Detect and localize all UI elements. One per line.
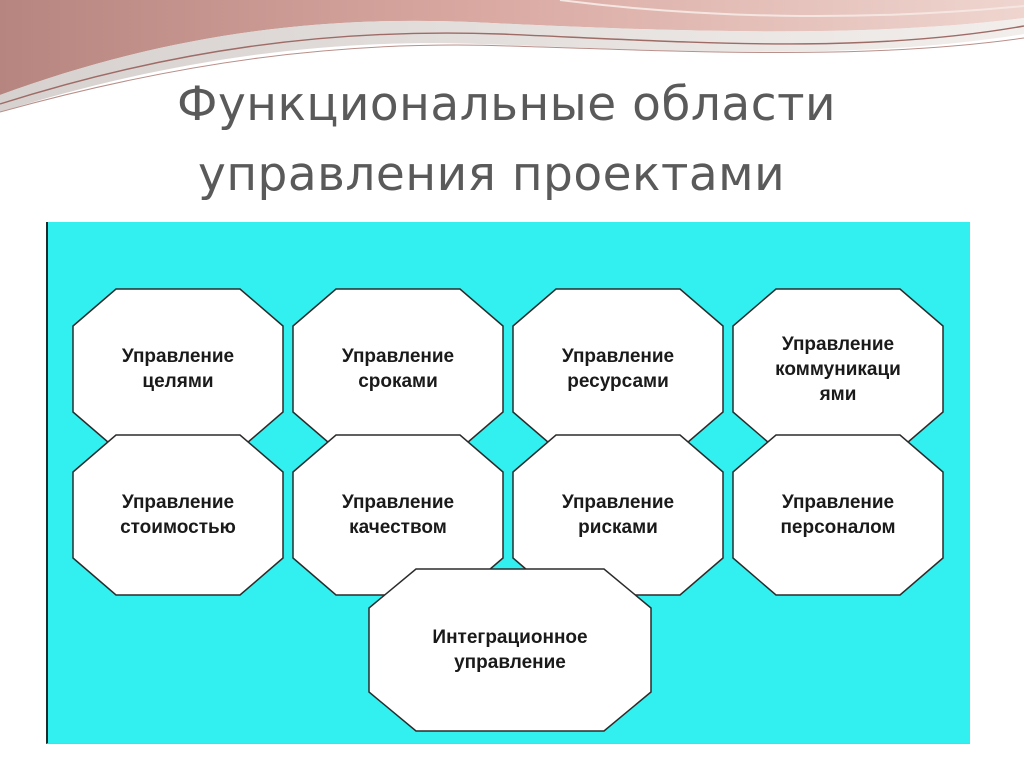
area-label-line-2: управление [454,652,566,673]
area-label: Управление сроками [308,288,488,450]
area-label-line-1: Управление [781,333,895,355]
area-risk-management: Управление рисками [512,434,724,596]
area-label: Интеграционное управление [384,568,636,732]
area-label-line-2: ресурсами [567,371,669,392]
area-goals-management: Управление целями [72,288,284,450]
area-label-line-2: целями [142,371,214,392]
area-label-line-1: Интеграционное [432,627,588,648]
area-label-line-1: Управление [341,346,455,367]
octagon-shape [512,434,724,596]
area-label: Управление рисками [528,434,708,596]
area-label: Управление персоналом [748,434,928,596]
area-label-line-1: Управление [341,492,455,513]
octagon-shape [368,568,652,732]
area-label-line-1: Управление [121,346,235,367]
area-label: Управление целями [88,288,268,450]
area-label-line-2: персоналом [780,517,896,538]
area-label-line-2: качеством [349,517,447,538]
area-label-line-2: коммуникаци [775,358,901,380]
area-label-line-2: стоимостью [120,517,236,538]
decorative-wave-banner [0,0,1024,113]
area-label-line-2: рисками [578,517,658,538]
area-label-line-2: сроками [358,371,438,392]
area-label-line-1: Управление [561,346,675,367]
octagon-shape [732,434,944,596]
area-label-line-3: ями [819,383,857,405]
area-label: Управление ресурсами [528,288,708,450]
slide-title: Функциональные области управления проект… [150,70,910,210]
area-label: Управление качеством [308,434,488,596]
area-resources-management: Управление ресурсами [512,288,724,450]
slide-title-line-1: Функциональные области [177,77,836,132]
slide-title-line-2: управления проектами [198,147,786,202]
area-label: Управление коммуникаци ями [748,288,928,450]
functional-areas-diagram: Управление целями Управление сроками Упр… [46,222,970,744]
area-personnel-management: Управление персоналом [732,434,944,596]
area-schedule-management: Управление сроками [292,288,504,450]
area-label-line-1: Управление [121,492,235,513]
area-integration-management: Интеграционное управление [368,568,652,732]
area-label-line-1: Управление [561,492,675,513]
octagon-shape [72,434,284,596]
area-quality-management: Управление качеством [292,434,504,596]
area-label: Управление стоимостью [88,434,268,596]
area-label-line-1: Управление [781,492,895,513]
area-communications-management: Управление коммуникаци ями [732,288,944,450]
area-cost-management: Управление стоимостью [72,434,284,596]
